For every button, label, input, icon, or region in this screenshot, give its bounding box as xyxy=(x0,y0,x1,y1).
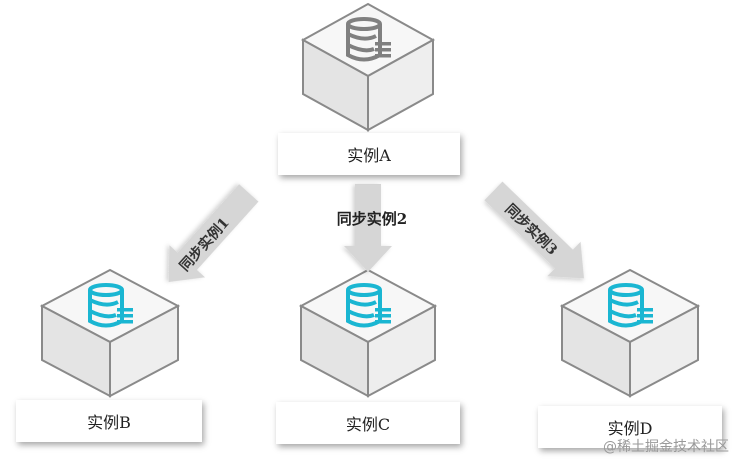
node-label-a: 实例A xyxy=(278,133,460,175)
sync-arrow-3: 同步实例3 xyxy=(484,181,585,279)
node-label-d: 实例D xyxy=(538,406,722,448)
node-label-c: 实例C xyxy=(276,402,460,444)
sync-arrow-1: 同步实例1 xyxy=(168,184,259,283)
node-label-b: 实例B xyxy=(16,400,202,442)
sync-arrow-2 xyxy=(344,184,392,272)
cube-a xyxy=(300,2,436,132)
database-icon xyxy=(346,283,391,328)
edge-label-2: 同步实例2 xyxy=(337,210,407,228)
cube-b xyxy=(39,268,181,398)
database-icon xyxy=(88,283,133,328)
cube-d xyxy=(559,268,701,398)
database-icon xyxy=(608,283,653,328)
cube-c xyxy=(298,268,438,398)
database-icon xyxy=(346,17,391,62)
watermark: @稀土掘金技术社区 xyxy=(603,439,729,455)
